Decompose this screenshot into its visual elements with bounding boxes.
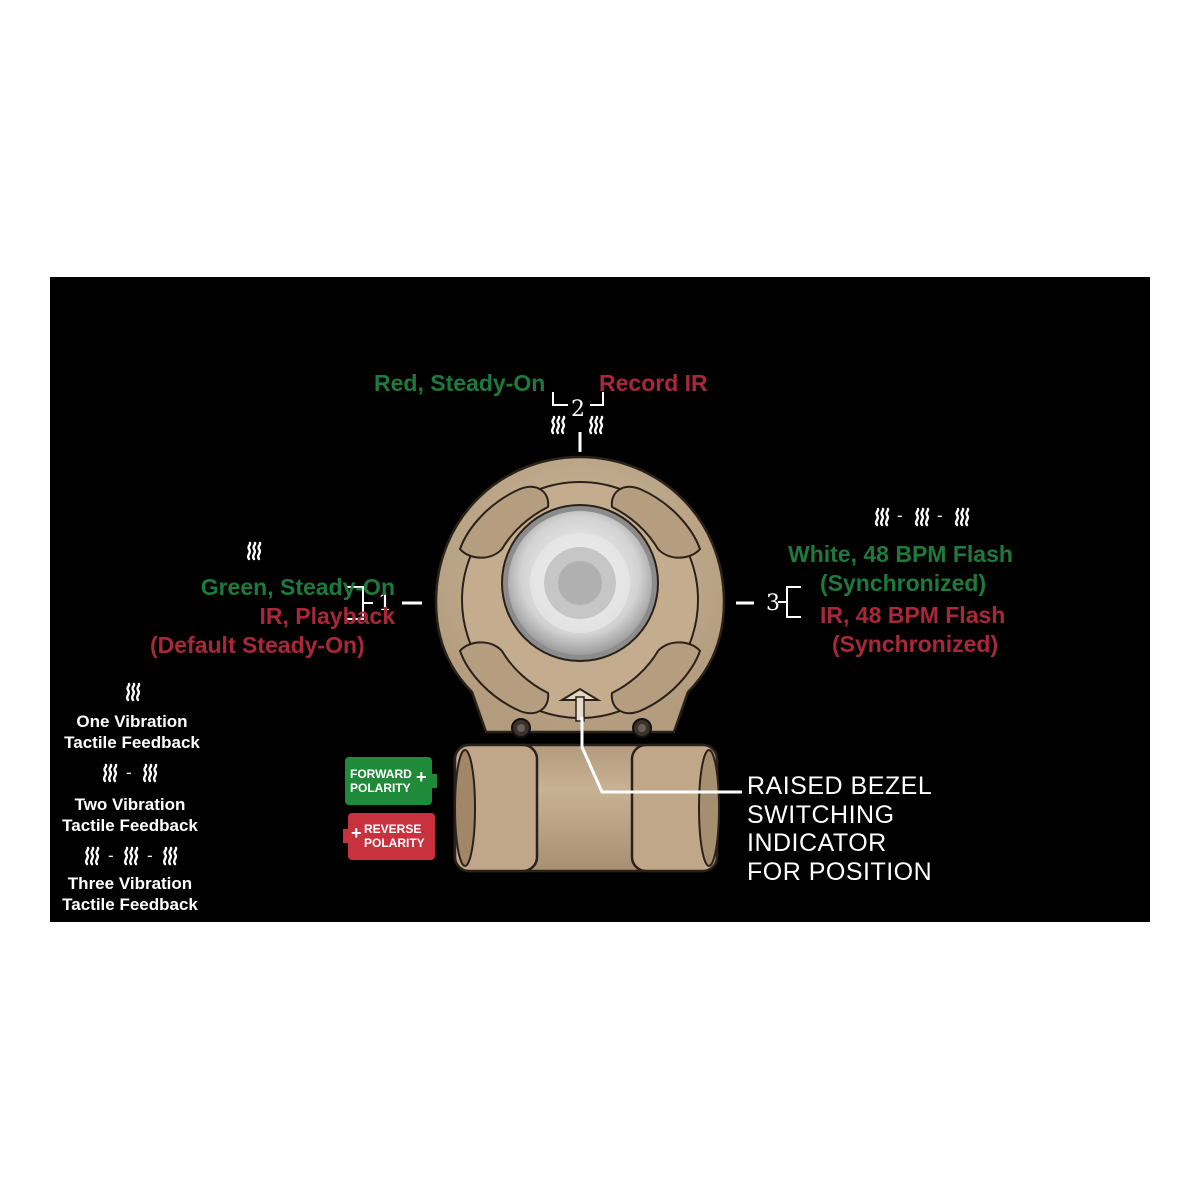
vibration-icon	[140, 762, 162, 784]
legend-two-line-1: Two Vibration	[74, 795, 186, 814]
forward-polarity-label: FORWARD POLARITY	[350, 767, 412, 795]
pos2-bracket	[552, 392, 604, 406]
pos3-bracket	[778, 586, 801, 618]
legend-two: Two Vibration Tactile Feedback	[30, 794, 230, 836]
vibration-icon	[548, 414, 570, 436]
callout-line-1: RAISED BEZEL	[747, 772, 933, 800]
vibration-icon	[121, 845, 143, 867]
pos3-line-4: (Synchronized)	[832, 631, 999, 657]
callout-line-4: FOR POSITION	[747, 857, 933, 886]
callout-leader	[580, 717, 742, 794]
vibration-icon	[82, 845, 104, 867]
vibration-icon	[952, 506, 974, 528]
pos1-number: 1	[378, 591, 392, 616]
reverse-polarity-line-2: POLARITY	[364, 836, 425, 850]
legend-two-icons: -	[100, 762, 170, 786]
vibration-icon	[160, 845, 182, 867]
pos3-number: 3	[766, 591, 780, 616]
pos3-line-1: White, 48 BPM Flash	[788, 541, 1013, 567]
legend-one: One Vibration Tactile Feedback	[32, 711, 232, 753]
pos2-right-label: Record IR	[599, 370, 708, 396]
vibration-separator: -	[126, 763, 132, 782]
pos1-line-3: (Default Steady-On)	[150, 632, 365, 658]
callout-line-2: SWITCHING	[747, 800, 895, 829]
device-head	[434, 455, 726, 738]
legend-three-icons: - -	[82, 845, 192, 869]
legend-one-line-2: Tactile Feedback	[64, 733, 200, 752]
pos1-line-2: IR, Playback	[259, 603, 395, 629]
legend-three: Three Vibration Tactile Feedback	[30, 873, 230, 915]
callout-line-3: INDICATOR	[747, 829, 887, 857]
mount-tube	[453, 743, 720, 873]
legend-three-line-1: Three Vibration	[67, 874, 193, 893]
pos2-vibration	[548, 414, 612, 438]
vibration-icon	[872, 506, 894, 528]
vibration-separator: -	[147, 846, 153, 865]
vibration-separator: -	[108, 846, 114, 865]
diagram-panel: 2 1 3 Red, Steady-On Record IR Green, St…	[50, 277, 1150, 922]
forward-polarity-line-1: FORWARD	[350, 767, 412, 781]
pos3-line-2: (Synchronized)	[820, 570, 987, 596]
vibration-separator: -	[897, 506, 903, 525]
vibration-icon	[244, 540, 266, 562]
vibration-icon	[100, 762, 122, 784]
device-illustration	[343, 392, 801, 873]
bezel-callout: RAISED BEZEL SWITCHING INDICATOR FOR POS…	[747, 772, 932, 886]
forward-polarity-sign: +	[416, 767, 427, 787]
pos2-number: 2	[571, 397, 585, 422]
reverse-polarity-label: REVERSE POLARITY	[364, 822, 425, 850]
forward-polarity-line-2: POLARITY	[350, 781, 411, 795]
legend-one-line-1: One Vibration	[76, 712, 188, 731]
vibration-icon	[123, 681, 145, 703]
forward-polarity-badge	[345, 757, 437, 805]
pos1-bracket	[347, 586, 373, 620]
legend-two-line-2: Tactile Feedback	[62, 816, 198, 835]
vibration-separator: -	[937, 506, 943, 525]
pos3-vibration: - -	[872, 506, 1072, 530]
pos1-line-1: Green, Steady-On	[200, 574, 395, 600]
pos2-left-label: Red, Steady-On	[374, 370, 546, 396]
vibration-icon	[586, 414, 608, 436]
vibration-icon	[912, 506, 934, 528]
reverse-polarity-line-1: REVERSE	[364, 822, 422, 836]
legend-three-line-2: Tactile Feedback	[62, 895, 198, 914]
reverse-polarity-sign: +	[351, 823, 362, 843]
bezel-indicator	[558, 687, 602, 722]
reverse-polarity-badge	[343, 813, 435, 860]
pos3-line-3: IR, 48 BPM Flash	[820, 602, 1006, 628]
